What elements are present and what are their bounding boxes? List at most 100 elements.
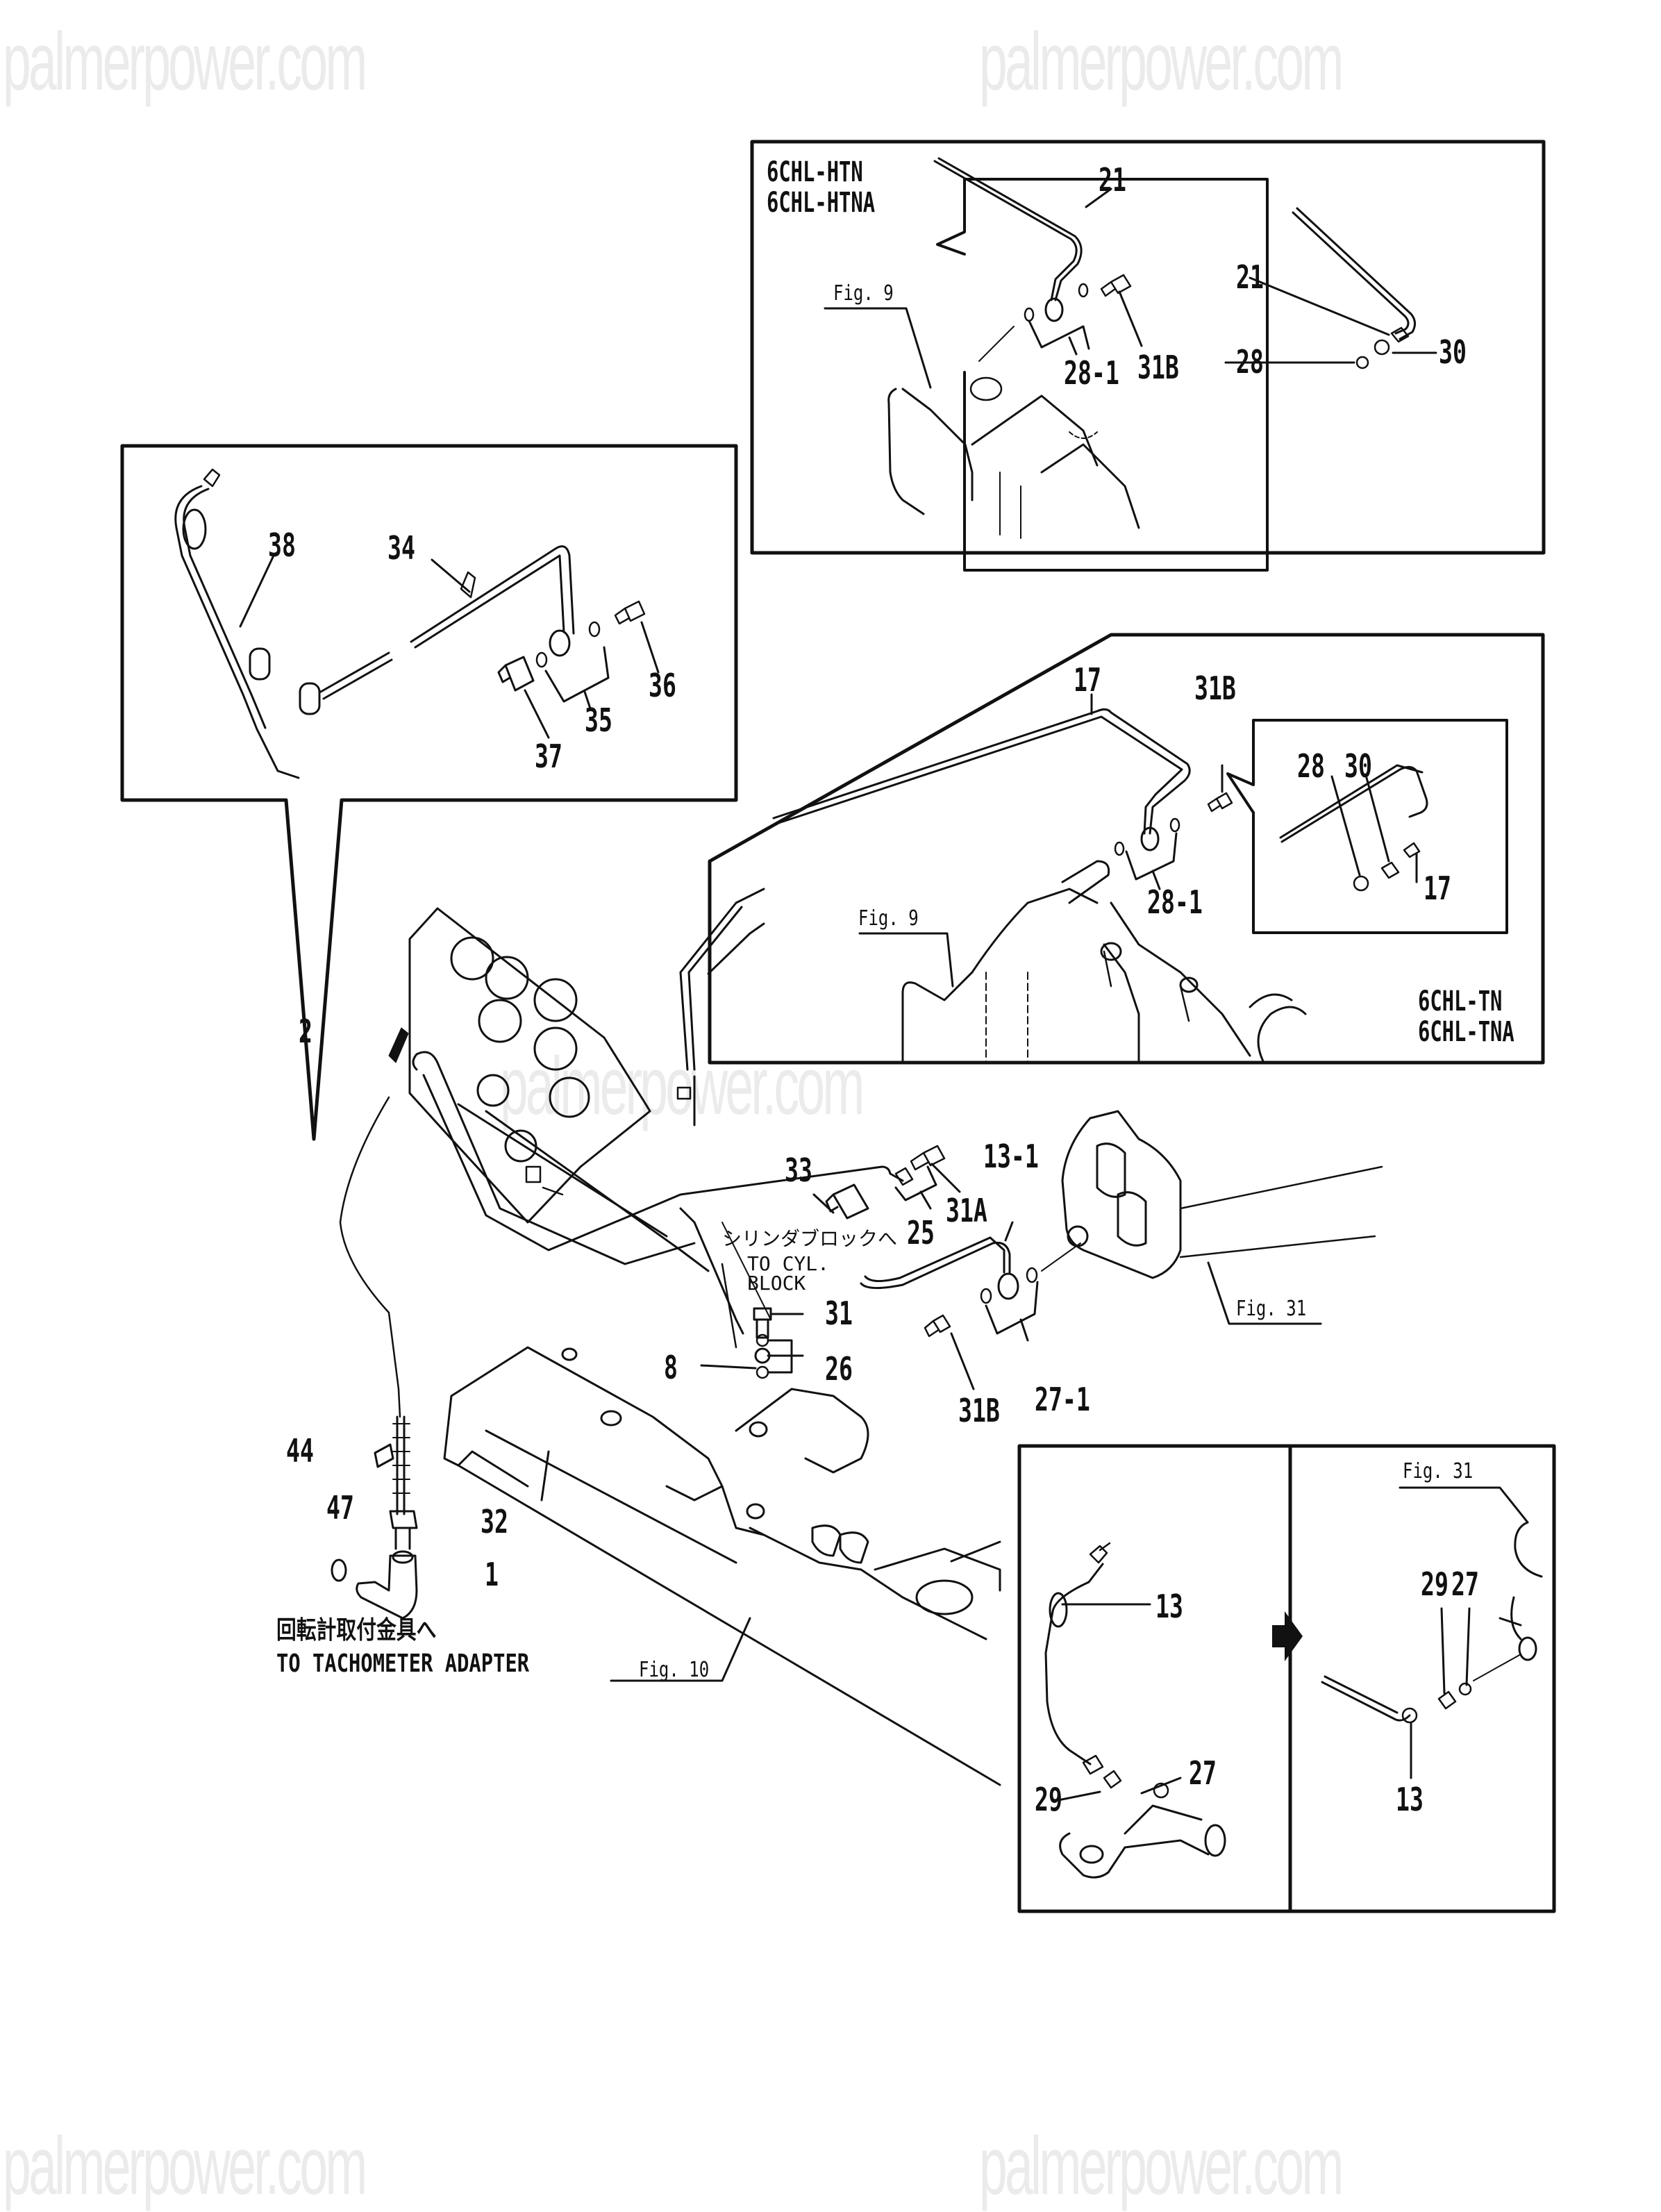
model-label: 6CHL-TNA <box>1418 1016 1514 1048</box>
banjo-fitting <box>1140 826 1160 851</box>
turbocharger <box>1061 1110 1182 1279</box>
bolt-31b <box>1207 792 1233 813</box>
figure-reference[interactable]: Fig. 31 <box>1236 1297 1307 1321</box>
part-callout[interactable]: 8 <box>664 1349 678 1386</box>
turbo-outline <box>1499 1521 1543 1640</box>
part-callout[interactable]: 31B <box>958 1392 1000 1429</box>
figure-reference[interactable]: Fig. 9 <box>833 281 894 306</box>
pipe-21 <box>933 160 1078 301</box>
part-callout[interactable]: 30 <box>1439 333 1467 371</box>
connector-33 <box>825 1183 869 1220</box>
part-callout[interactable]: 38 <box>268 526 296 564</box>
tachometer-adapter-1 <box>356 1554 418 1620</box>
pipe-17 <box>772 708 1191 835</box>
panel-tn <box>707 633 1545 1065</box>
part-callout[interactable]: 13 <box>1155 1588 1183 1625</box>
part-callout[interactable]: 21 <box>1099 161 1126 199</box>
part-callout[interactable]: 25 <box>907 1214 935 1251</box>
right-arrow-icon <box>1272 1611 1303 1661</box>
part-callout[interactable]: 31B <box>1194 670 1236 707</box>
pipe-13-before <box>1044 1563 1104 1765</box>
part-callout[interactable]: 32 <box>481 1503 508 1540</box>
figure-reference[interactable]: Fig. 9 <box>858 906 919 931</box>
part-callout[interactable]: 36 <box>649 667 676 704</box>
panel-before-after-frame <box>1017 1444 1556 1913</box>
part-callout[interactable]: 34 <box>387 529 415 567</box>
part-callout[interactable]: 31 <box>825 1295 853 1332</box>
part-callout[interactable]: 31B <box>1137 349 1179 386</box>
part-callout[interactable]: 35 <box>585 701 612 739</box>
part-callout[interactable]: 31A <box>946 1192 987 1229</box>
fitting-30 <box>1374 339 1390 356</box>
pipe-13-after <box>1321 1675 1411 1722</box>
bracket-44 <box>374 1443 394 1468</box>
part-callout[interactable]: 44 <box>286 1432 314 1470</box>
note-to-cylinder-block-jp: シリンダブロックへ <box>722 1227 898 1250</box>
tacho-cable <box>339 1096 401 1418</box>
note-to-cylinder-block-en: BLOCK <box>747 1272 806 1295</box>
panel-pipe-detail <box>120 444 738 1141</box>
model-label: 6CHL-HTNA <box>767 187 876 219</box>
panel-htn-frame <box>750 140 1546 555</box>
part-callout[interactable]: 29 <box>1421 1565 1449 1603</box>
note-to-tachometer-en: TO TACHOMETER ADAPTER <box>276 1649 530 1678</box>
banjo-fitting <box>997 1272 1019 1300</box>
part-callout[interactable]: 33 <box>785 1151 812 1189</box>
bolt-31b <box>924 1314 951 1338</box>
part-callout[interactable]: 1 <box>485 1556 499 1593</box>
o-ring-47 <box>331 1558 347 1582</box>
part-callout[interactable]: 37 <box>535 738 562 775</box>
fitting-30 <box>1380 861 1400 879</box>
part-callout[interactable]: 26 <box>825 1350 853 1388</box>
washer-27 <box>1153 1782 1169 1799</box>
gear-case <box>408 907 651 1224</box>
washer-28 <box>1355 356 1369 369</box>
panel-tn-frame <box>708 633 1545 1065</box>
part-callout[interactable]: 27 <box>1451 1565 1479 1603</box>
pipe-38 <box>174 485 300 779</box>
panel-htn-inset-outline <box>936 178 1269 572</box>
part-callout[interactable]: 13 <box>1396 1781 1424 1818</box>
figure-reference[interactable]: Fig. 31 <box>1403 1459 1474 1483</box>
part-callout[interactable]: 28-1 <box>1064 354 1119 392</box>
panel-htn <box>750 140 1546 572</box>
part-callout[interactable]: 28-1 <box>1147 883 1203 921</box>
part-callout[interactable]: 30 <box>1344 747 1372 785</box>
washer-27 <box>1458 1682 1472 1696</box>
part-callout[interactable]: 29 <box>1035 1781 1062 1818</box>
fitting-25 <box>894 1167 914 1186</box>
part-callout[interactable]: 17 <box>1424 870 1451 907</box>
elbow-pipe <box>1059 1804 1210 1879</box>
clamp-34 <box>460 571 476 599</box>
part-callout[interactable]: 27 <box>1189 1754 1217 1792</box>
pipe-2 <box>412 1051 696 1265</box>
bolt-31b <box>1100 274 1132 297</box>
model-label: 6CHL-TN <box>1418 986 1503 1017</box>
nut-21 <box>1390 326 1410 343</box>
banjo-fitting <box>549 629 571 657</box>
note-to-tachometer-jp: 回転計取付金具へ <box>276 1616 437 1645</box>
bolt-36 <box>614 600 646 625</box>
exhaust-manifold <box>443 1346 724 1502</box>
part-callout[interactable]: 28 <box>1297 747 1325 785</box>
note-to-cylinder-block-en: TO CYL. <box>747 1252 830 1275</box>
figure-reference[interactable]: Fig. 10 <box>639 1658 710 1682</box>
bolt-31a <box>910 1145 946 1171</box>
watermark-top-right: palmerpower.com <box>979 16 1344 108</box>
nut-32 <box>389 1510 418 1529</box>
part-callout[interactable]: 13-1 <box>983 1138 1039 1175</box>
part-callout[interactable]: 21 <box>1236 258 1264 296</box>
model-label: 6CHL-HTN <box>767 156 863 188</box>
panel-pipe-detail-frame <box>120 444 738 1141</box>
pipe-13-1 <box>860 1236 1011 1290</box>
part-callout[interactable]: 2 <box>299 1013 312 1050</box>
part-callout[interactable]: 28 <box>1236 343 1264 381</box>
watermark-middle: palmerpower.com <box>500 1040 865 1132</box>
part-callout[interactable]: 47 <box>326 1489 354 1527</box>
panel-before-after <box>1017 1444 1556 1913</box>
part-callout[interactable]: 17 <box>1074 661 1101 699</box>
part-callout[interactable]: 27-1 <box>1035 1381 1090 1418</box>
main-assembly <box>331 888 1383 1786</box>
panel-tn-inset-frame <box>1226 719 1508 934</box>
watermark-top-left: palmerpower.com <box>3 16 367 108</box>
